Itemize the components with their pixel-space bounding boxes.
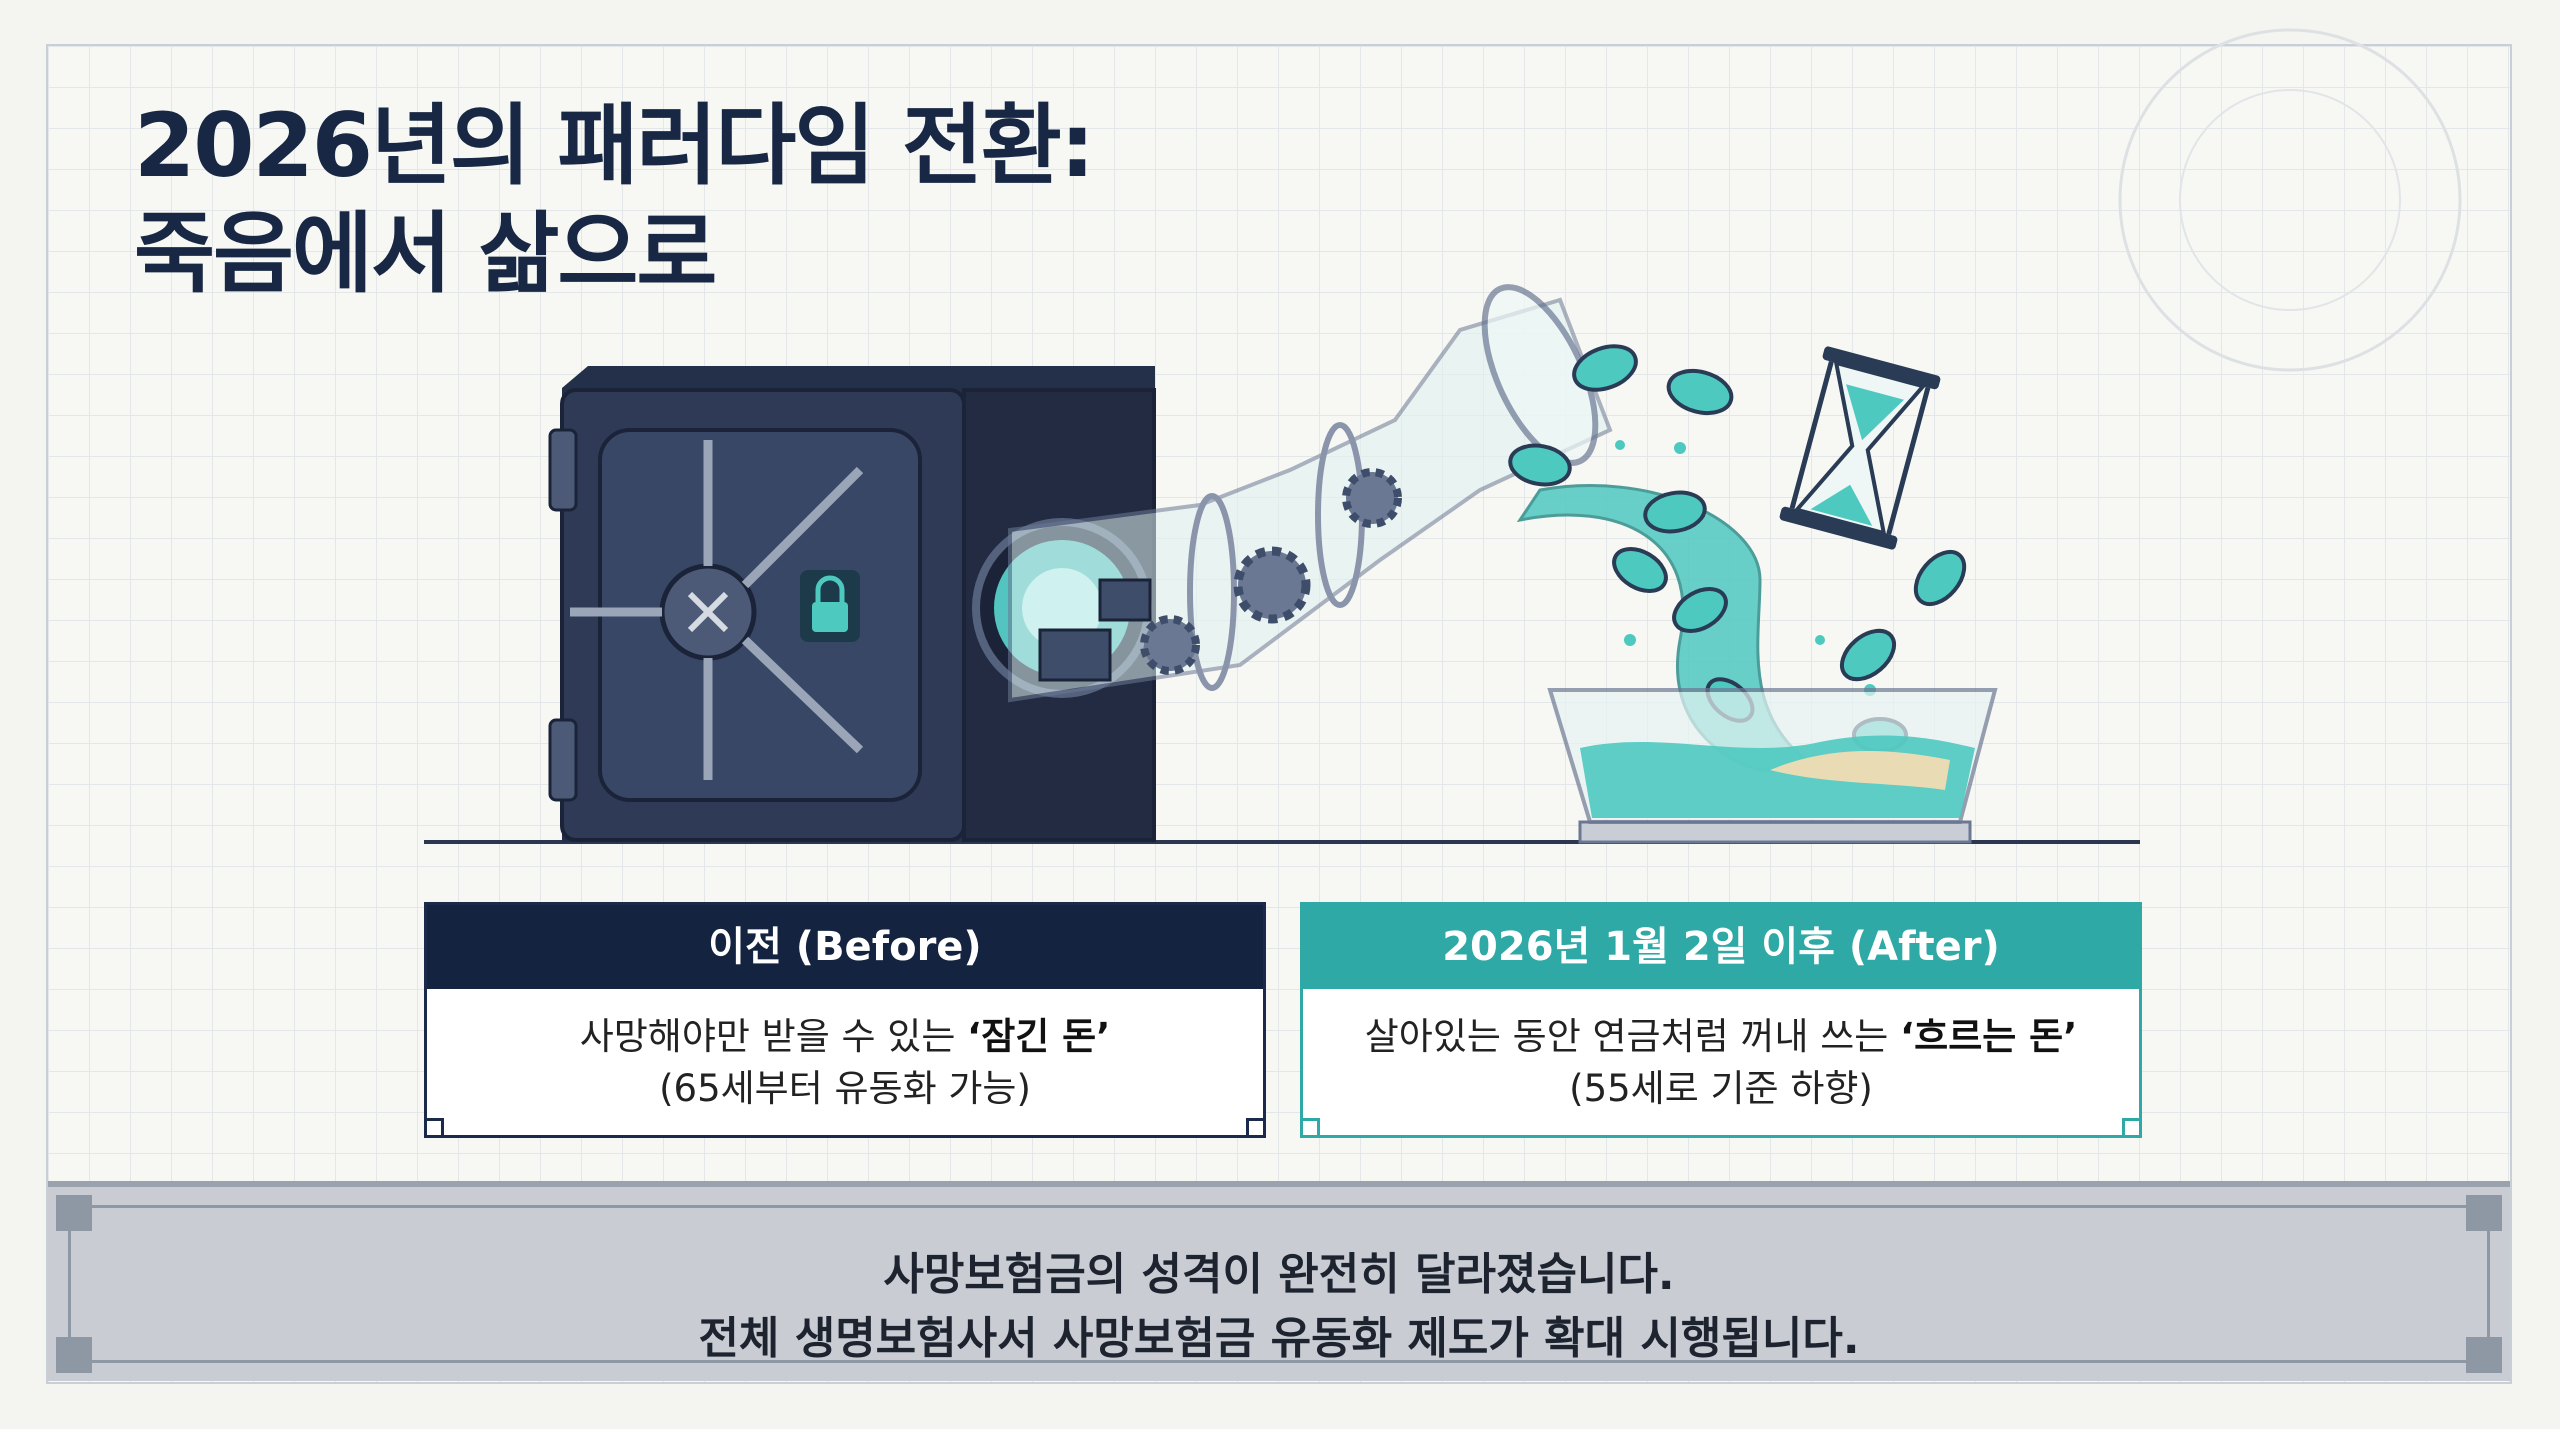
card-corner <box>1300 1118 1320 1138</box>
banner-line-2: 전체 생명보험사서 사망보험금 유동화 제도가 확대 시행됩니다. <box>698 1313 1860 1364</box>
banner-corner <box>56 1337 92 1373</box>
card-corner <box>424 1118 444 1138</box>
after-card-text: 살아있는 동안 연금처럼 꺼내 쓰는 <box>1364 1015 1901 1058</box>
before-card-text: 사망해야만 받을 수 있는 <box>579 1015 968 1058</box>
before-card-body: 사망해야만 받을 수 있는 ‘잠긴 돈’ (65세부터 유동화 가능) <box>427 989 1263 1115</box>
slide-frame <box>46 44 2512 1384</box>
before-card-emphasis: ‘잠긴 돈’ <box>967 1015 1111 1058</box>
decor-circle <box>2118 28 2462 372</box>
banner-corner <box>2466 1337 2502 1373</box>
hourglass-icon <box>1779 346 1941 550</box>
card-corner <box>1246 1118 1266 1138</box>
summary-banner: 사망보험금의 성격이 완전히 달라졌습니다. 전체 생명보험사서 사망보험금 유… <box>48 1181 2510 1381</box>
vault-to-flow-illustration <box>424 28 2462 844</box>
after-card-emphasis: ‘흐르는 돈’ <box>1900 1015 2078 1058</box>
banner-border <box>68 1205 2490 1363</box>
title-line-2: 죽음에서 삶으로 <box>134 202 717 305</box>
decor-circle-inner <box>2179 89 2401 311</box>
after-card-line-2: (55세로 기준 하향) <box>1569 1067 1873 1110</box>
before-card-line-2: (65세부터 유동화 가능) <box>659 1067 1031 1110</box>
after-card-header: 2026년 1월 2일 이후 (After) <box>1303 905 2139 989</box>
before-card-line-1: 사망해야만 받을 수 있는 ‘잠긴 돈’ <box>427 1011 1263 1063</box>
card-corner <box>2122 1118 2142 1138</box>
banner-corner <box>56 1195 92 1231</box>
before-card-header: 이전 (Before) <box>427 905 1263 989</box>
after-card-body: 살아있는 동안 연금처럼 꺼내 쓰는 ‘흐르는 돈’ (55세로 기준 하향) <box>1303 989 2139 1115</box>
page-title: 2026년의 패러다임 전환: 죽음에서 삶으로 <box>134 92 1095 308</box>
banner-line-1: 사망보험금의 성격이 완전히 달라졌습니다. <box>883 1249 1675 1300</box>
gear-icon <box>1140 468 1402 675</box>
before-card: 이전 (Before) 사망해야만 받을 수 있는 ‘잠긴 돈’ (65세부터 … <box>424 902 1266 1138</box>
title-line-1: 2026년의 패러다임 전환: <box>134 94 1095 197</box>
after-card-line-1: 살아있는 동안 연금처럼 꺼내 쓰는 ‘흐르는 돈’ <box>1303 1011 2139 1063</box>
lock-icon <box>800 570 860 642</box>
transparent-pipe-icon <box>1008 284 1613 703</box>
banner-corner <box>2466 1195 2502 1231</box>
glass-basin-icon <box>1547 688 1998 844</box>
banner-text: 사망보험금의 성격이 완전히 달라졌습니다. 전체 생명보험사서 사망보험금 유… <box>48 1243 2510 1371</box>
after-card: 2026년 1월 2일 이후 (After) 살아있는 동안 연금처럼 꺼내 쓰… <box>1300 902 2142 1138</box>
